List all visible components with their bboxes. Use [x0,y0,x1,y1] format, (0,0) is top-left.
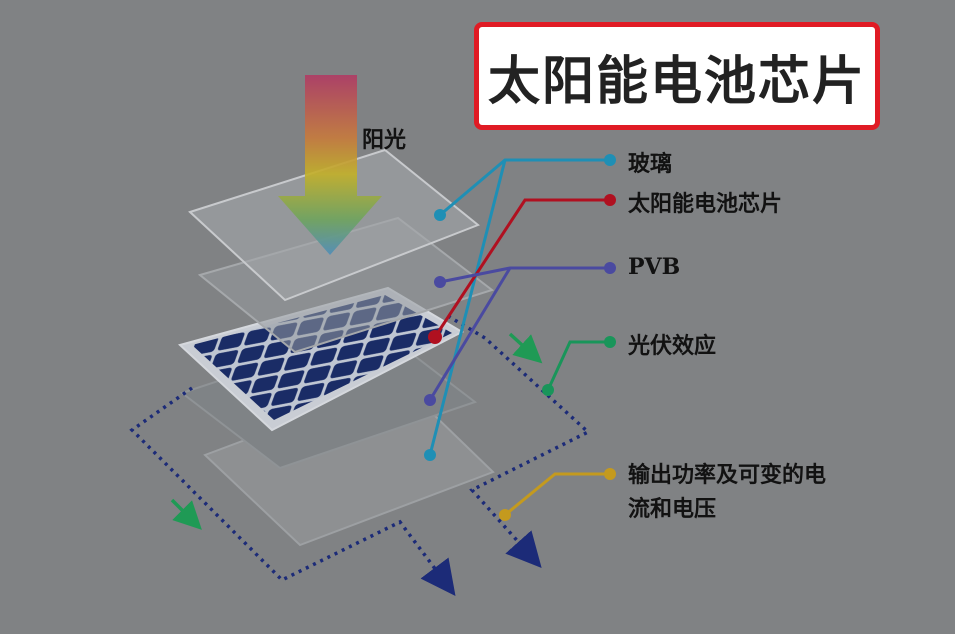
glass-leader-lines [424,154,616,461]
pv-effect-leader-lines [542,336,616,396]
legend-label-pv-effect: 光伏效应 [628,333,717,359]
legend-label-solar-cell: 太阳能电池芯片 [628,191,783,217]
pvb-leader-lines [424,262,616,406]
title-box: 太阳能电池芯片 [474,22,880,130]
current-path-left [129,386,456,596]
output-leader-lines [499,468,616,521]
cell-leader-lines [428,194,616,344]
current-direction-arrow-right [508,332,543,364]
legend-label-glass: 玻璃 [628,151,673,177]
page-title: 太阳能电池芯片 [487,50,866,112]
legend-label-pvb: PVB [628,254,681,280]
legend-label-output: 输出功率及可变的电流和电压 [628,462,827,522]
sunlight-arrow [278,75,382,255]
current-direction-arrow-left [170,498,202,530]
solar-cell-grid [192,295,452,420]
sunlight-label: 阳光 [362,127,407,153]
